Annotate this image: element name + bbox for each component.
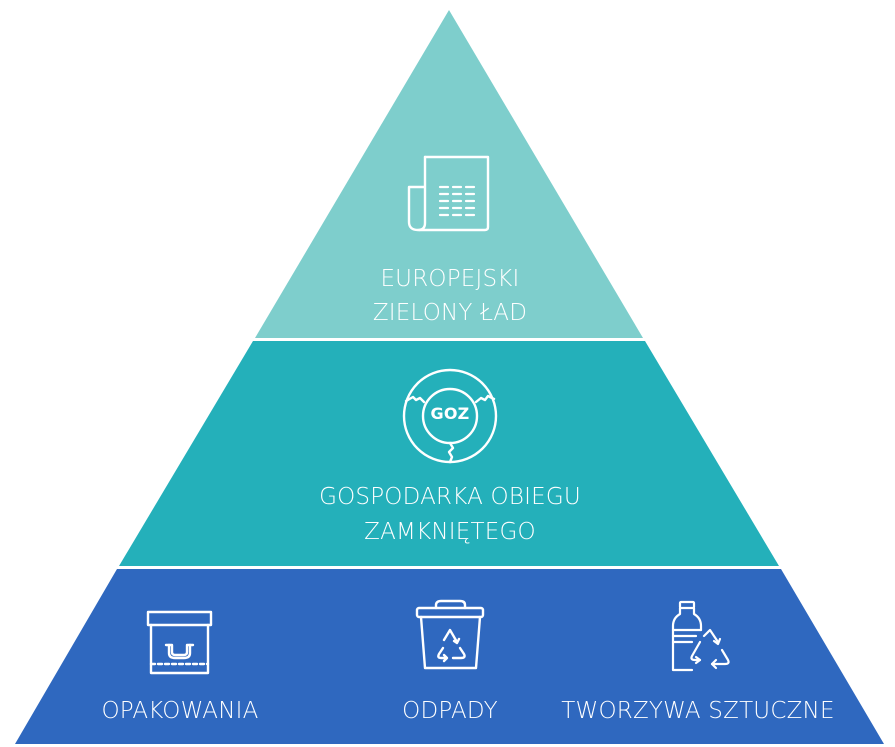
level-top-line-1: EUROPEJSKI: [380, 266, 520, 292]
pyramid-level-bottom: [15, 569, 884, 744]
goz-icon-text: GOZ: [430, 404, 470, 423]
level-middle-line-2: ZAMKNIĘTEGO: [364, 519, 536, 545]
circular-economy-goz-icon: [402, 368, 498, 464]
level-top-line-2: ZIELONY ŁAD: [372, 300, 528, 326]
bottom-item-label-odpady: ODPADY: [402, 698, 498, 724]
recycling-bin-icon: [415, 599, 485, 670]
level-middle-label: GOSPODARKA OBIEGU ZAMKNIĘTEGO: [250, 480, 650, 550]
pyramid-level-top: [255, 10, 643, 338]
bottom-item-label-opakowania: OPAKOWANIA: [101, 698, 259, 724]
plastic-bottle-recycle-icon: [671, 600, 730, 672]
storage-box-icon: [146, 610, 213, 675]
document-scroll-icon: [407, 155, 490, 232]
level-top-label: EUROPEJSKI ZIELONY ŁAD: [300, 262, 600, 330]
level-middle-line-1: GOSPODARKA OBIEGU: [319, 484, 581, 510]
bottom-item-label-tworzywa: TWORZYWA SZTUCZNE: [561, 698, 835, 724]
